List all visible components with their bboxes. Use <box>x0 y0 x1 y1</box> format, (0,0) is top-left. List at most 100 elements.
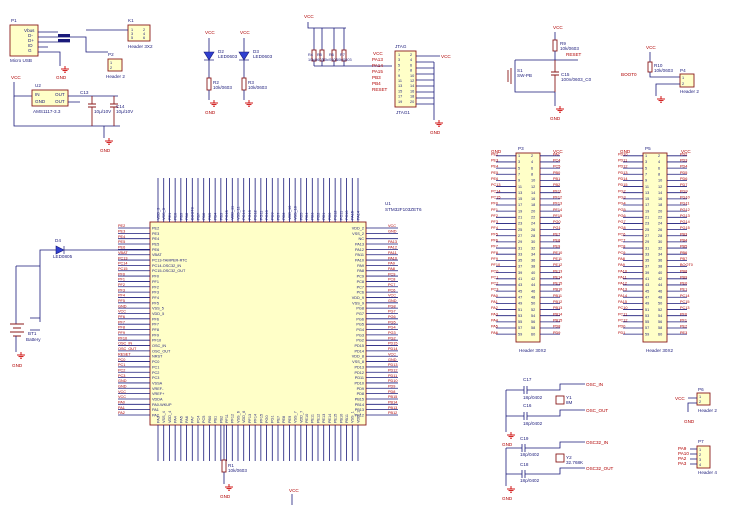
header-pin-number: 59 <box>518 332 522 336</box>
header-net-right: PF15 <box>553 214 562 218</box>
usb-pin-label: D- <box>28 33 33 38</box>
cap-c14-ref: C14 <box>116 104 125 109</box>
mcu-pin-name: VSS_3 <box>162 208 166 220</box>
header-p2-value: Header 2 <box>106 74 125 79</box>
jtag-pin-number: 3 <box>398 58 400 62</box>
header-net-left: PD1 <box>618 331 625 335</box>
mcu-net-left: PE6 <box>118 246 125 250</box>
mcu-pin-name: PC2 <box>152 371 159 375</box>
header-net-left: PC3 <box>491 288 498 292</box>
mcu-pin-name: PF8 <box>152 328 159 332</box>
jtag-signal: PA13 <box>372 57 383 62</box>
mcu-net-right: PB15 <box>388 395 397 399</box>
resistor-r9-ref: R9 <box>560 41 566 46</box>
boot-block: VCC R10 10k/0603 BOOT0 P4 1 2 Header 2 <box>621 45 699 103</box>
header-pin-number: 49 <box>518 302 522 306</box>
header-pin-number: 3 <box>518 160 520 164</box>
header-net-left: PC10 <box>618 306 628 310</box>
vcc-net-label: VCC <box>675 396 685 401</box>
cap-c13-value: 10μ/10V <box>94 109 112 114</box>
header-net-left: PA3 <box>491 312 498 316</box>
header-net-left: PC0 <box>491 269 498 273</box>
header-net-left: PC15 <box>491 195 501 199</box>
header-pin-number: 56 <box>531 320 535 324</box>
header-net-right: PB10 <box>553 288 562 292</box>
header-pin-number: 27 <box>518 234 522 238</box>
mcu-net-right: PC9 <box>388 272 395 276</box>
header-net-left: PD14 <box>618 177 628 181</box>
mcu-net-left: GND <box>118 379 127 383</box>
header-p3-value: Header 30X2 <box>519 348 547 353</box>
mcu-pin-name: PC7 <box>357 285 364 289</box>
svg-text:1: 1 <box>699 395 701 399</box>
mcu-pin-name: PB4 <box>214 213 218 220</box>
header-pin-number: 48 <box>531 295 535 299</box>
mcu-net-left: PE5 <box>118 240 125 244</box>
header-net-left: PA6 <box>491 331 498 335</box>
mcu-pin-name: PE15 <box>334 414 338 423</box>
crystal-y2-ref: Y2 <box>566 455 572 460</box>
mcu-pin-name: PE14 <box>328 414 332 423</box>
header-pin-number: 5 <box>518 166 520 170</box>
mcu-net-right: PD10 <box>388 379 398 383</box>
mcu-pin-name: PG13 <box>248 210 252 220</box>
header-pin-number: 13 <box>645 191 649 195</box>
mcu-net-right: VCC <box>388 224 396 228</box>
mcu-net-left: PC15 <box>118 267 128 271</box>
mcu-net-right: PA9 <box>388 262 395 266</box>
vcc-net-label: VCC <box>304 14 314 19</box>
mcu-pin-name: PF10 <box>152 339 161 343</box>
mcu-pin-name: PE13 <box>322 414 326 423</box>
cap-ref: C17 <box>523 377 532 382</box>
header-net-left: PA14 <box>618 294 627 298</box>
header-net-left: PD12 <box>618 165 628 169</box>
vcc-net-label: VCC <box>240 30 250 35</box>
header-pin-number: 41 <box>645 277 649 281</box>
header-pin-number: 15 <box>645 197 649 201</box>
jtag-pin-number: 16 <box>410 89 414 93</box>
header-pin-number: 33 <box>645 252 649 256</box>
header-pin-number: 13 <box>518 191 522 195</box>
mcu-pin-name: VDD_2 <box>352 227 364 231</box>
header-p6: P6 1 2 VCC GND Header 2 <box>675 387 717 424</box>
mcu-pin-name: PE0 <box>174 213 178 220</box>
mcu-net-left: GND <box>118 384 127 388</box>
mcu-net-right: PB13 <box>388 406 397 410</box>
header-k1-value: Header 3X2 <box>128 44 153 49</box>
mcu-net-left: VCC <box>118 310 126 314</box>
mcu-net-left: PE4 <box>118 235 125 239</box>
mcu-pin-name: PD10 <box>355 381 365 385</box>
mcu-net-right: PA8 <box>388 267 395 271</box>
header-net-right: PC15 <box>680 300 690 304</box>
mcu-net-right: PD14 <box>388 347 398 351</box>
mcu-pin-name: PF15 <box>259 414 263 423</box>
mcu-pin-name: PF3 <box>152 291 159 295</box>
mcu-pin-name: PA12 <box>355 248 364 252</box>
header-pin-number: 57 <box>645 326 649 330</box>
header-net-right: PD2 <box>680 152 687 156</box>
mcu-pin-name: PF9 <box>152 333 159 337</box>
header-pin-number: 10 <box>531 179 535 183</box>
mcu-net-left: PF6 <box>118 315 125 319</box>
osc-out-net-label: OSC_OUT <box>586 408 608 413</box>
mcu-pin-name: PE9 <box>288 416 292 423</box>
mcu-pin-name: VSS_9 <box>352 301 364 305</box>
mcu-pin-name: VSS_5 <box>152 307 164 311</box>
mcu-pin-name: PE10 <box>305 414 309 423</box>
mcu-value: STM32F103ZET6 <box>385 207 422 212</box>
header-net-right: PE14 <box>553 275 562 279</box>
resistor-value: 10k/0603 <box>336 58 352 62</box>
vcc-net-label: VCC <box>373 51 383 56</box>
header-pin-number: 4 <box>658 160 660 164</box>
header-p7-net: PA2 <box>678 456 687 461</box>
mcu-pin-name: VREF+ <box>152 392 165 396</box>
jtag-pin-number: 5 <box>398 63 400 67</box>
jtag-label: JTAG1 <box>396 110 410 115</box>
mcu-pin-name: PE3 <box>152 232 159 236</box>
mcu-net-left: VCC <box>118 395 126 399</box>
header-net-left: PC7 <box>618 239 625 243</box>
header-net-right: PF0 <box>680 312 687 316</box>
resistor-value: 10k/0603 <box>308 58 324 62</box>
jtag-pin-number: 1 <box>398 53 400 57</box>
